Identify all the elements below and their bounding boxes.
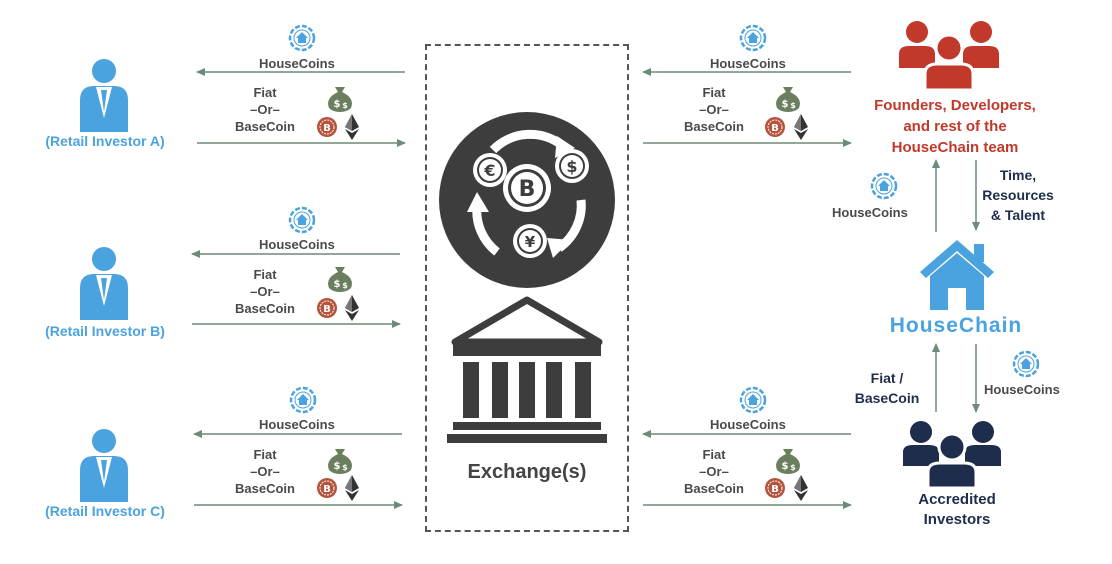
housecoin-icon	[739, 386, 767, 414]
fiat-stack: Fiat –Or– BaseCoin	[225, 84, 305, 135]
ethereum-icon	[345, 295, 359, 321]
svg-text:$: $	[790, 463, 796, 472]
housecoin-icon	[289, 386, 317, 414]
housecoin-icon	[739, 24, 767, 52]
housecoins-label: HouseCoins	[832, 205, 908, 220]
ethereum-icon	[345, 475, 359, 501]
fiat-stack: Fiat –Or– BaseCoin	[674, 84, 754, 135]
housecoins-label: HouseCoins	[259, 237, 335, 252]
team-label-line1: Founders, Developers,	[874, 97, 1036, 114]
bitcoin-icon: B	[765, 117, 785, 137]
basecoin-label: BaseCoin	[235, 301, 295, 316]
housecoin-icon	[288, 24, 316, 52]
housecoins-label: HouseCoins	[259, 56, 335, 71]
basecoin-label: BaseCoin	[235, 481, 295, 496]
or-label: –Or–	[699, 464, 729, 479]
bitcoin-icon: B	[317, 478, 337, 498]
svg-text:$: $	[790, 101, 796, 110]
ethereum-icon	[794, 475, 808, 501]
money-bag-icon: $ $	[328, 449, 352, 474]
fiat-stack: Fiat –Or– BaseCoin	[225, 446, 305, 497]
fiat-slash-label: Fiat /	[870, 370, 904, 386]
person-icon	[80, 429, 128, 502]
money-bag-icon: $ $	[776, 87, 800, 112]
housechain-label: HouseChain	[889, 314, 1023, 337]
basecoin-label: BaseCoin	[235, 119, 295, 134]
fiat-stack: Fiat –Or– BaseCoin	[674, 446, 754, 497]
talent-label: & Talent	[990, 207, 1046, 223]
or-label: –Or–	[250, 284, 280, 299]
basecoin-label: BaseCoin	[684, 481, 744, 496]
svg-text:€: €	[483, 161, 495, 180]
housecoins-label: HouseCoins	[984, 382, 1060, 397]
fiat-label: Fiat	[702, 85, 726, 100]
bitcoin-icon: B	[317, 117, 337, 137]
basecoin-label: BaseCoin	[854, 390, 920, 406]
housecoins-label: HouseCoins	[259, 417, 335, 432]
svg-text:B: B	[519, 177, 536, 202]
svg-text:$: $	[342, 463, 348, 472]
svg-text:B: B	[323, 123, 331, 134]
fiat-label: Fiat	[253, 447, 277, 462]
or-label: –Or–	[250, 102, 280, 117]
bank-icon	[447, 296, 607, 443]
ethereum-icon	[345, 114, 359, 140]
housecoins-label: HouseCoins	[710, 56, 786, 71]
or-label: –Or–	[699, 102, 729, 117]
bitcoin-icon: B	[765, 478, 785, 498]
resources-label: Resources	[982, 187, 1054, 203]
person-icon	[80, 247, 128, 320]
svg-text:$: $	[334, 279, 341, 290]
housecoin-icon	[1012, 350, 1040, 378]
retail-investor-a-label: (Retail Investor A)	[45, 133, 165, 149]
housecoin-icon	[288, 206, 316, 234]
exchange-box	[425, 44, 629, 532]
svg-text:B: B	[323, 484, 331, 495]
svg-text:¥: ¥	[525, 233, 536, 251]
time-label: Time,	[999, 167, 1037, 183]
svg-text:$: $	[782, 99, 789, 110]
accredited-investors-label: Accredited Investors	[887, 490, 1027, 530]
bitcoin-icon: B	[317, 298, 337, 318]
person-icon	[80, 59, 128, 132]
or-label: –Or–	[250, 464, 280, 479]
accredited-line2: Investors	[923, 511, 991, 528]
exchange-label: Exchange(s)	[467, 461, 587, 483]
team-label: Founders, Developers, and rest of the Ho…	[855, 95, 1055, 158]
housecoin-icon	[870, 172, 898, 200]
retail-investor-c-label: (Retail Investor C)	[45, 503, 165, 519]
svg-text:B: B	[323, 304, 331, 315]
money-bag-icon: $ $	[776, 449, 800, 474]
team-icon	[899, 21, 999, 92]
basecoin-label: BaseCoin	[684, 119, 744, 134]
svg-text:$: $	[342, 101, 348, 110]
svg-text:$: $	[334, 99, 341, 110]
fiat-label: Fiat	[702, 447, 726, 462]
svg-text:B: B	[771, 484, 779, 495]
house-icon	[920, 240, 994, 310]
fiat-basecoin-label: Fiat / BaseCoin	[840, 368, 934, 408]
money-bag-icon: $ $	[328, 267, 352, 292]
fiat-label: Fiat	[253, 85, 277, 100]
time-resources-label: Time, Resources & Talent	[978, 165, 1058, 225]
investors-icon	[903, 421, 1001, 490]
svg-text:$: $	[566, 157, 577, 176]
team-label-line3: HouseChain team	[891, 139, 1019, 156]
svg-text:B: B	[771, 123, 779, 134]
housecoins-label: HouseCoins	[710, 417, 786, 432]
svg-text:$: $	[334, 461, 341, 472]
ethereum-icon	[794, 114, 808, 140]
retail-investor-b-label: (Retail Investor B)	[45, 323, 165, 339]
money-bag-icon: $ $	[328, 87, 352, 112]
accredited-line1: Accredited	[918, 491, 996, 508]
svg-text:$: $	[782, 461, 789, 472]
exchange-coins-icon: € $ B ¥	[439, 112, 615, 288]
fiat-stack: Fiat –Or– BaseCoin	[225, 266, 305, 317]
team-label-line2: and rest of the	[903, 118, 1007, 135]
svg-text:$: $	[342, 281, 348, 290]
fiat-label: Fiat	[253, 267, 277, 282]
